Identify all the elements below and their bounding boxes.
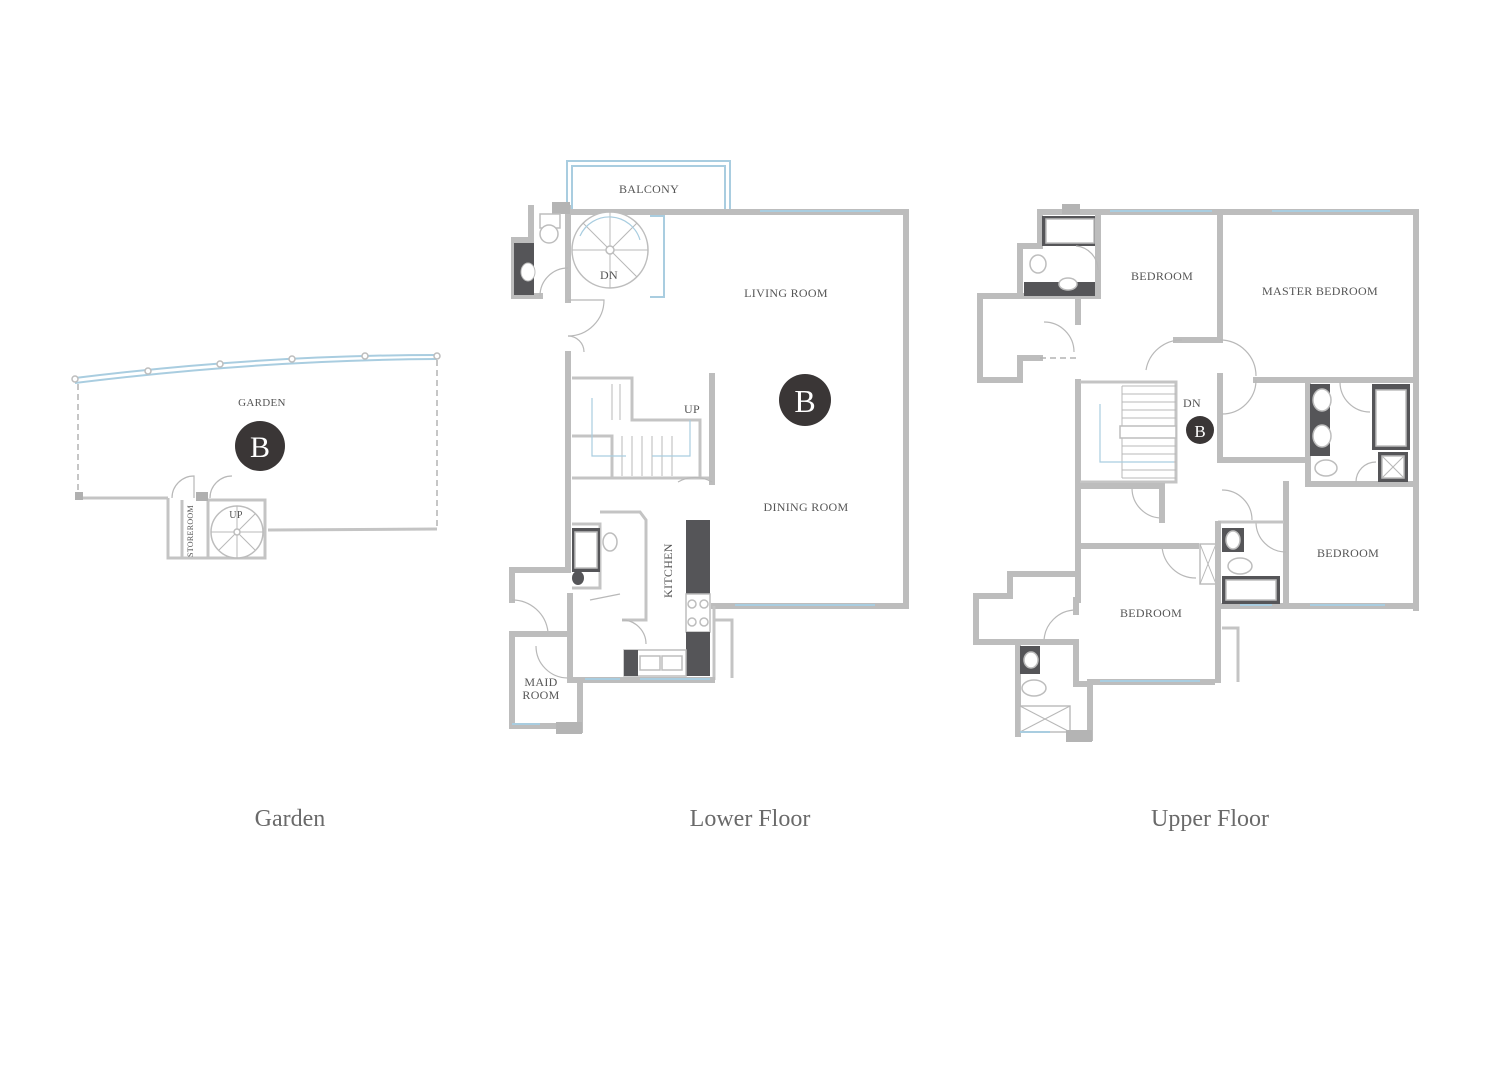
caption-upper-floor: Upper Floor [1151, 806, 1269, 832]
garden-plan: GARDEN UP STOREROOM B [71, 352, 441, 560]
unit-badge-garden [235, 421, 285, 471]
maid-room-label-1: MAID [524, 675, 557, 689]
bedroom-2-label: BEDROOM [1317, 546, 1379, 560]
kitchen-label: KITCHEN [661, 543, 675, 598]
unit-badge-garden-text: B [250, 431, 270, 464]
unit-badge-upper [1186, 416, 1214, 444]
unit-badge-lower [779, 374, 831, 426]
master-bedroom-label: MASTER BEDROOM [1262, 284, 1378, 298]
upper-dn-label: DN [1183, 396, 1201, 410]
living-room-label: LIVING ROOM [744, 286, 828, 300]
unit-badge-upper-text: B [1194, 422, 1205, 441]
dining-room-label: DINING ROOM [764, 500, 849, 514]
lower-dn-label: DN [600, 268, 618, 282]
storeroom-label: STOREROOM [186, 505, 195, 557]
caption-lower-floor: Lower Floor [689, 806, 811, 832]
garden-label: GARDEN [238, 397, 286, 409]
lower-floor-plan: DN UP KITCHEN [509, 160, 909, 734]
unit-badge-lower-text: B [794, 383, 815, 419]
garden-up-label: UP [229, 510, 243, 521]
bedroom-3-label: BEDROOM [1120, 606, 1182, 620]
balcony-label: BALCONY [619, 182, 679, 196]
caption-garden: Garden [254, 806, 326, 832]
maid-room-label-2: ROOM [522, 688, 559, 702]
bedroom-1-label: BEDROOM [1131, 269, 1193, 283]
upper-floor-plan: DN B [973, 204, 1419, 742]
lower-up-label: UP [684, 402, 700, 416]
garden-railing [74, 354, 438, 379]
